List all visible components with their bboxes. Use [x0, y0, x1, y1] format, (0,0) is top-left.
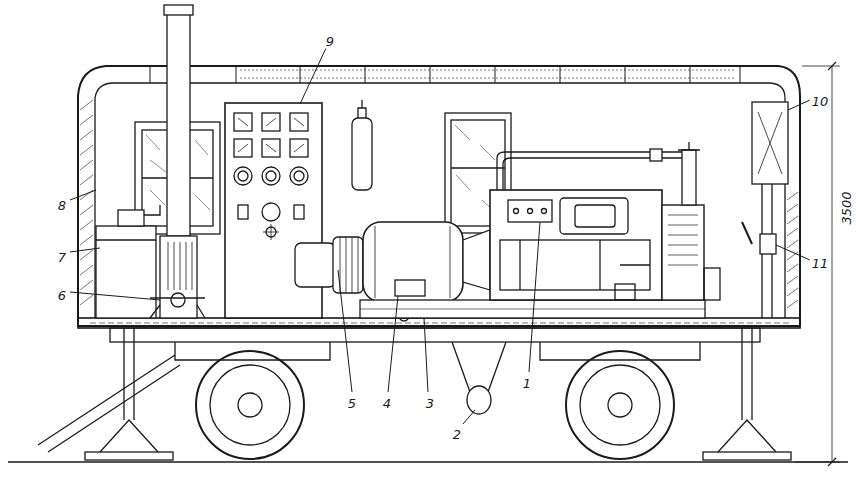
callout-number: 6 [56, 289, 68, 303]
label-anchor: 10 [810, 91, 831, 110]
callout-number: 2 [451, 428, 463, 442]
callout-number: 3 [424, 397, 436, 411]
label-anchor: 3500 [836, 189, 855, 226]
callout-number: 5 [346, 397, 358, 411]
callout-number: 8 [56, 199, 68, 213]
callout-number: 9 [324, 35, 336, 49]
callout-number: 7 [56, 251, 68, 265]
label-anchor: 8 [56, 195, 68, 214]
label-anchor: 3 [424, 393, 436, 412]
callout-number: 1 [521, 377, 533, 391]
label-anchor: 6 [56, 285, 68, 304]
label-anchor: 4 [381, 393, 393, 412]
label-anchor: 9 [324, 31, 336, 50]
callout-number: 11 [810, 257, 831, 271]
label-anchor: 2 [451, 424, 463, 443]
callout-number: 4 [381, 397, 393, 411]
label-anchor: 11 [810, 253, 831, 272]
label-anchor: 7 [56, 247, 68, 266]
label-anchor: 1 [521, 373, 533, 392]
label-anchor: 5 [346, 393, 358, 412]
callout-number: 10 [810, 95, 831, 109]
dimension-label: 3500 [840, 189, 854, 226]
